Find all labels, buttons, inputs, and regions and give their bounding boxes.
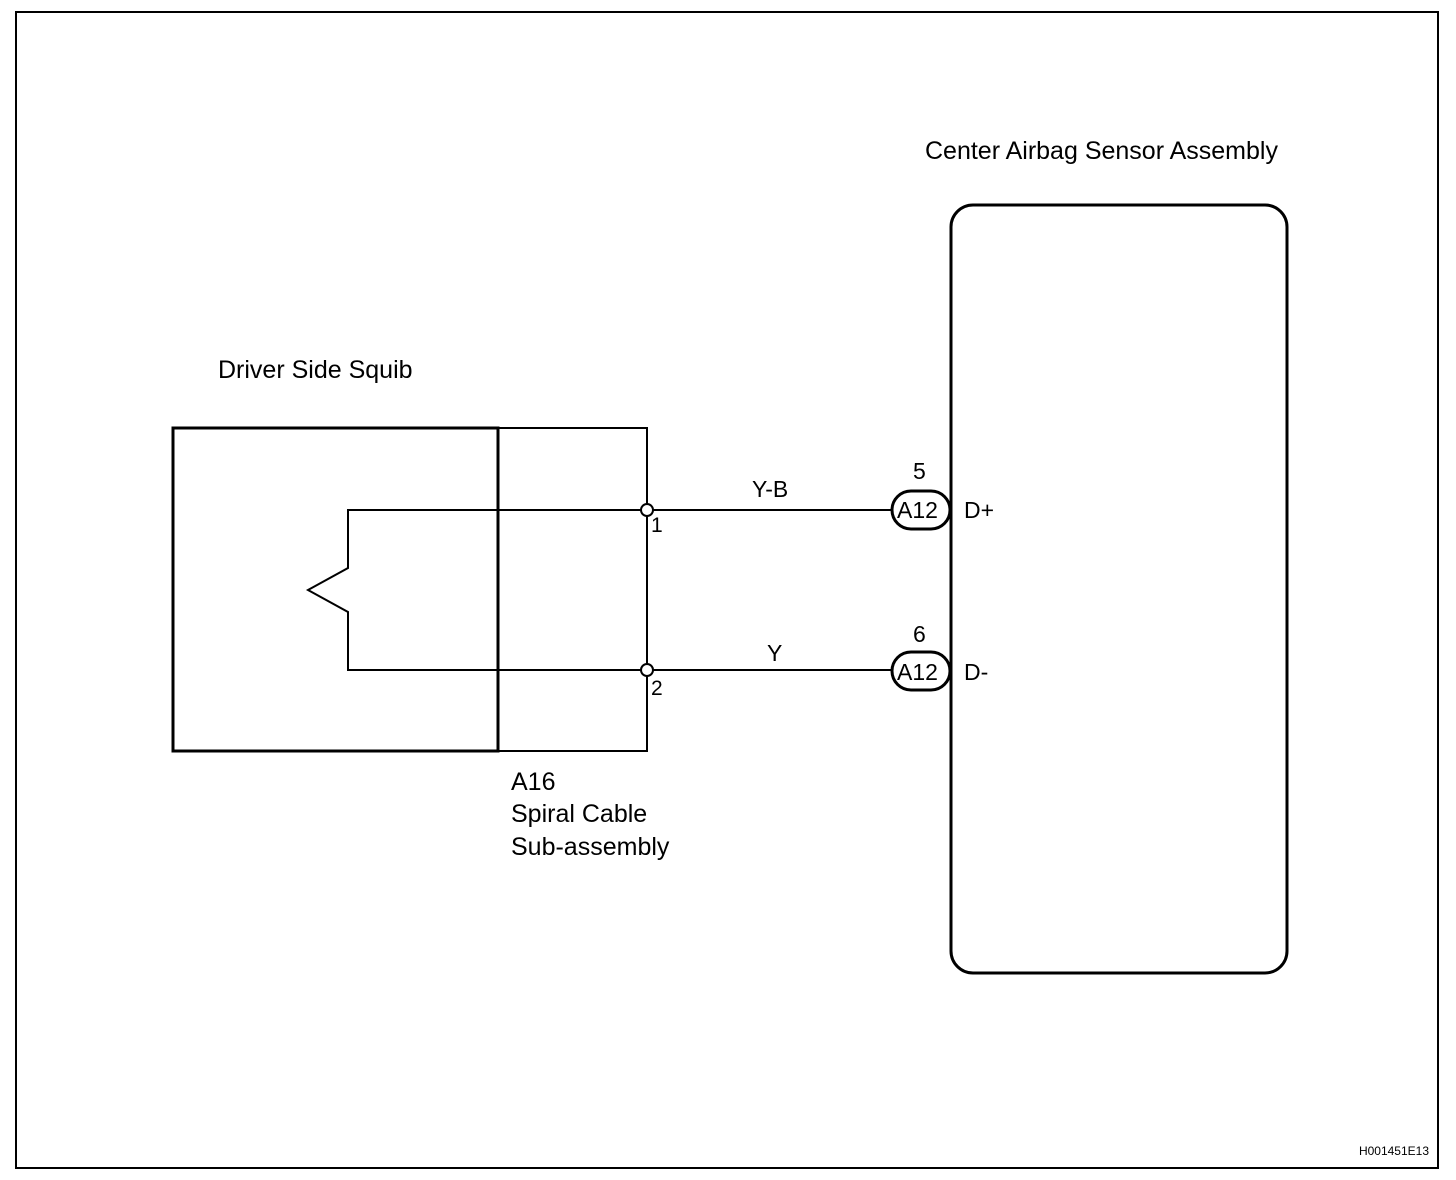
wire-color-code: Y-B bbox=[752, 476, 788, 502]
sensor-label: Center Airbag Sensor Assembly bbox=[925, 137, 1278, 165]
wire-y-b: Y-B 5 A12 bbox=[653, 458, 952, 531]
connector-code: A12 bbox=[897, 497, 938, 523]
wire-color-code: Y bbox=[767, 640, 782, 666]
terminal-2-number: 2 bbox=[651, 677, 663, 700]
spiral-cable-code: A16 bbox=[511, 768, 555, 796]
driver-side-squib: Driver Side Squib bbox=[171, 356, 500, 753]
squib-box bbox=[171, 426, 500, 753]
squib-igniter-symbol bbox=[305, 509, 498, 671]
connector-pin-number: 5 bbox=[913, 458, 926, 484]
center-airbag-sensor-assembly: Center Airbag Sensor Assembly D+ D- bbox=[925, 137, 1289, 975]
wire-y: Y 6 A12 bbox=[653, 621, 952, 692]
squib-label: Driver Side Squib bbox=[218, 356, 413, 384]
connector-code: A12 bbox=[897, 659, 938, 685]
terminal-1-number: 1 bbox=[651, 514, 663, 537]
terminal-2 bbox=[640, 663, 654, 677]
spiral-cable-box bbox=[498, 427, 648, 752]
sensor-pin-d-minus: D- bbox=[964, 659, 988, 685]
figure-id: H001451E13 bbox=[1359, 1144, 1429, 1158]
connector-pin-number: 6 bbox=[913, 621, 926, 647]
spiral-cable-subassembly: 1 2 A16 Spiral Cable Sub-assembly bbox=[498, 427, 670, 861]
sensor-pin-d-plus: D+ bbox=[964, 497, 994, 523]
diagram-frame bbox=[15, 11, 1439, 1169]
spiral-cable-name-line2: Sub-assembly bbox=[511, 833, 670, 861]
spiral-cable-name-line1: Spiral Cable bbox=[511, 800, 647, 828]
sensor-box bbox=[949, 203, 1289, 975]
